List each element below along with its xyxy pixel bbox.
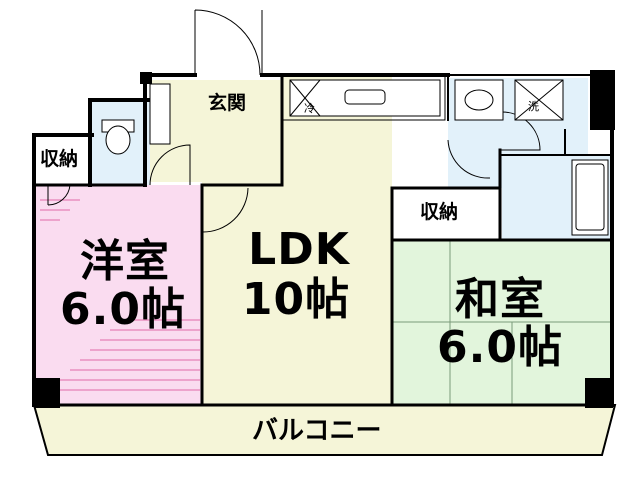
washer-space <box>514 79 564 121</box>
ldk-size: 10帖 <box>241 274 351 325</box>
door-swings <box>47 9 541 233</box>
western-room-floor <box>36 185 202 405</box>
western-room-name: 洋室 <box>80 236 170 287</box>
wash-basin <box>454 79 504 121</box>
japanese-room-size: 6.0帖 <box>437 322 563 373</box>
kitchen-sink <box>289 79 441 117</box>
tatami-lines <box>392 240 612 405</box>
hatch-pattern <box>40 199 200 391</box>
ldk-name: LDK <box>248 224 350 275</box>
storage-right-floor <box>392 188 502 240</box>
western-room-size: 6.0帖 <box>60 284 186 335</box>
columns <box>34 70 615 408</box>
toilet <box>101 119 135 155</box>
fridge-mark: 冷 <box>304 102 315 115</box>
japanese-room-name: 和室 <box>455 274 545 325</box>
entrance-label: 玄関 <box>208 92 247 114</box>
storage-right-label: 収納 <box>420 201 459 223</box>
storage-left-label: 収納 <box>40 148 79 170</box>
washer-mark: 洗 <box>528 100 539 113</box>
bathtub <box>571 159 609 236</box>
storage-left-floor <box>36 140 92 185</box>
entrance-floor <box>150 80 282 182</box>
shoe-box <box>149 83 171 145</box>
balcony-label: バルコニー <box>252 416 382 446</box>
